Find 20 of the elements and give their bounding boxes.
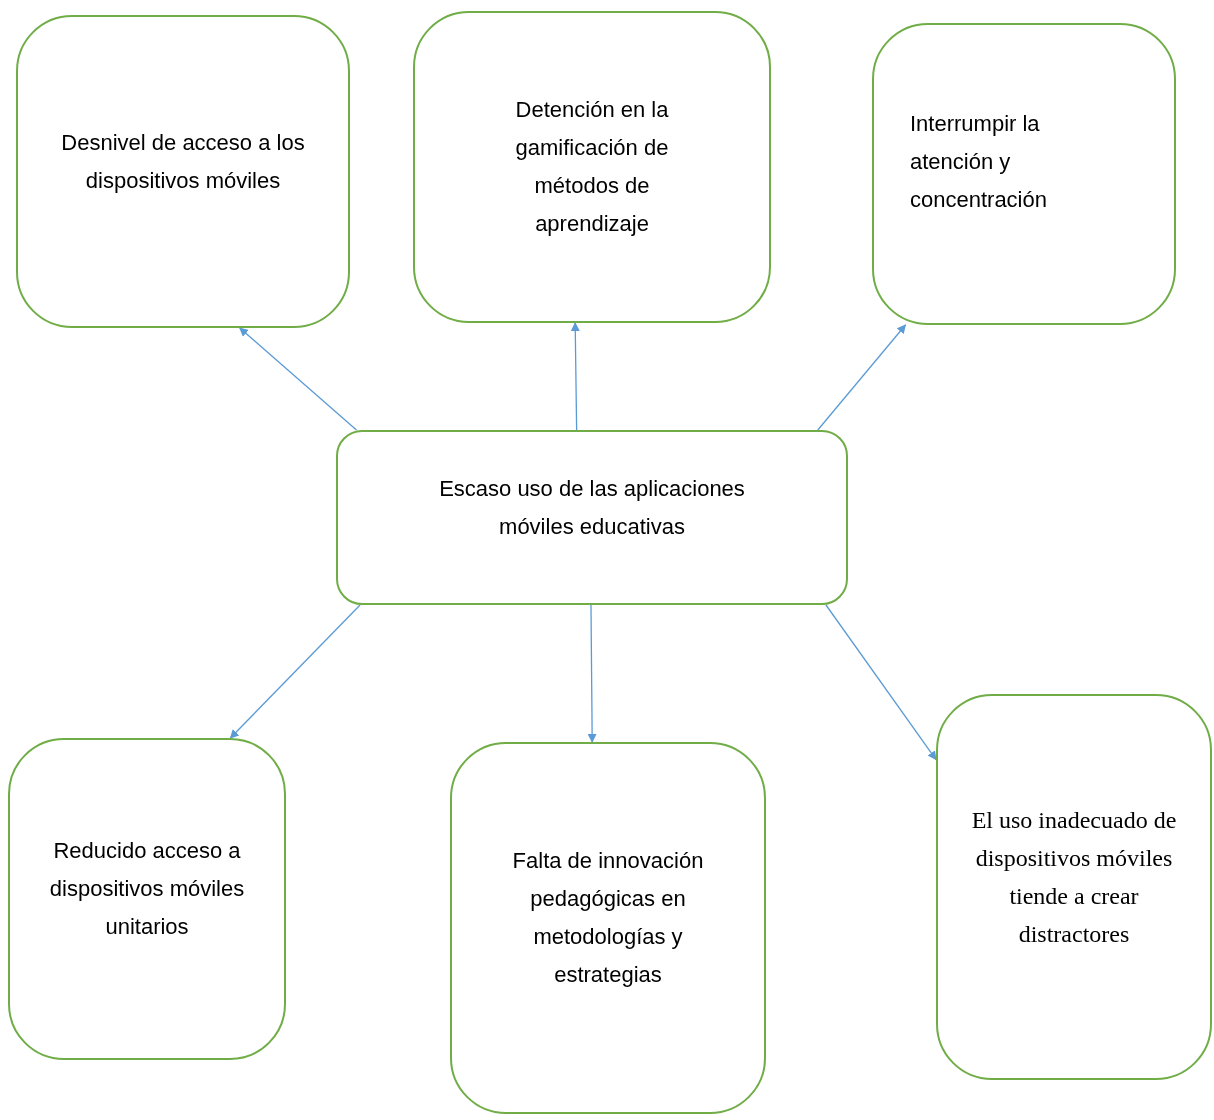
rounded-box [413, 11, 771, 323]
box-text: Interrumpir la atención y concentración [910, 110, 1048, 214]
arrow [229, 604, 361, 739]
rounded-box [8, 738, 286, 1060]
arrow [239, 327, 358, 431]
box-text: Detención en la gamificación de métodos de aprendizaje [514, 96, 670, 238]
box-text: Falta de innovación pedagógicas en metodologías y estrategias [511, 847, 705, 989]
arrow [817, 324, 907, 431]
arrow [825, 604, 937, 761]
arrow [570, 322, 580, 431]
rounded-box [16, 15, 350, 328]
box-text: Reducido acceso a dispositivos móviles unitarios [48, 837, 246, 941]
box-text: El uso inadecuado de dispositivos móviles tiende a crear distractores [970, 806, 1178, 949]
rounded-box [936, 694, 1212, 1080]
box-text: Desnivel de acceso a los dispositivos móviles [60, 128, 306, 195]
rounded-box [336, 430, 848, 605]
arrow [587, 604, 597, 743]
box-text: Escaso uso de las aplicaciones móviles educativas [438, 474, 746, 541]
rounded-box [450, 742, 766, 1114]
rounded-box [872, 23, 1176, 325]
